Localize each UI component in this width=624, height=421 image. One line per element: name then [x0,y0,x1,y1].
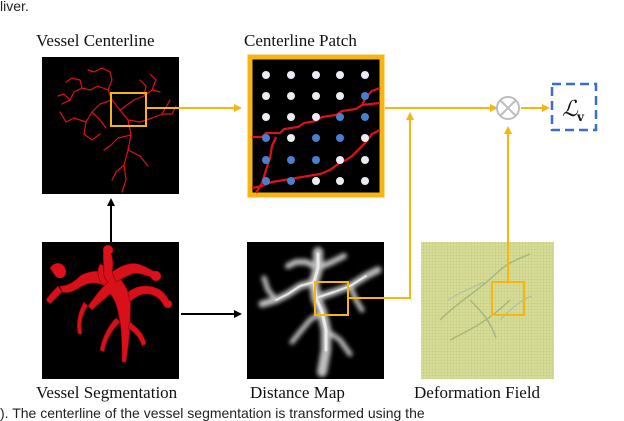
arrow-distance-map-to-junction [348,112,414,299]
sample-dot-on-vessel [361,92,369,100]
patch-red-centerlines [251,86,381,194]
sample-dot [312,92,320,100]
vessel-centerline-label: Vessel Centerline [36,31,155,50]
sample-dot [262,71,270,79]
deformation-field-label: Deformation Field [414,383,541,402]
sample-dot [336,71,344,79]
sample-dot-on-vessel [312,156,320,164]
sample-dot-on-vessel [336,134,344,142]
vessel-segmentation-panel [42,242,179,379]
sample-dot [287,92,295,100]
connectors [107,104,550,318]
sample-dot [262,92,270,100]
sample-dot-on-vessel [312,134,320,142]
loss-symbol: ℒ [562,97,579,122]
distance-map-label: Distance Map [250,383,345,402]
sample-dot-on-vessel [262,177,270,185]
sample-dot-on-vessel [262,134,270,142]
sample-dot [312,71,320,79]
sample-dot-on-vessel [262,156,270,164]
sample-dot [312,177,320,185]
sample-dot [361,134,369,142]
sample-dot [287,71,295,79]
sample-dot [336,156,344,164]
sample-dot [312,113,320,121]
centerline-patch-label: Centerline Patch [244,31,357,50]
sample-dot-on-vessel [287,177,295,185]
sample-dot [287,113,295,121]
sample-dot [336,177,344,185]
vessel-centerline-panel [42,57,179,194]
vessel-segmentation-label: Vessel Segmentation [36,383,178,402]
caption-fragment-top: liver. [0,0,29,14]
sample-dot-on-vessel [287,156,295,164]
multiply-operator [496,96,520,120]
loss-box: ℒ v [550,82,598,132]
loss-subscript: v [576,110,585,124]
sample-dot [287,134,295,142]
sample-dot-on-vessel [336,113,344,121]
sample-dot [361,71,369,79]
centerline-patch-panel [247,54,385,198]
sample-dot [336,92,344,100]
patch-sample-grid [262,71,369,185]
sample-dot [361,156,369,164]
sample-dot-on-vessel [361,113,369,121]
sample-dot [361,177,369,185]
sample-dot [262,113,270,121]
distance-map-panel [247,242,384,379]
deformation-field-panel [421,242,554,379]
